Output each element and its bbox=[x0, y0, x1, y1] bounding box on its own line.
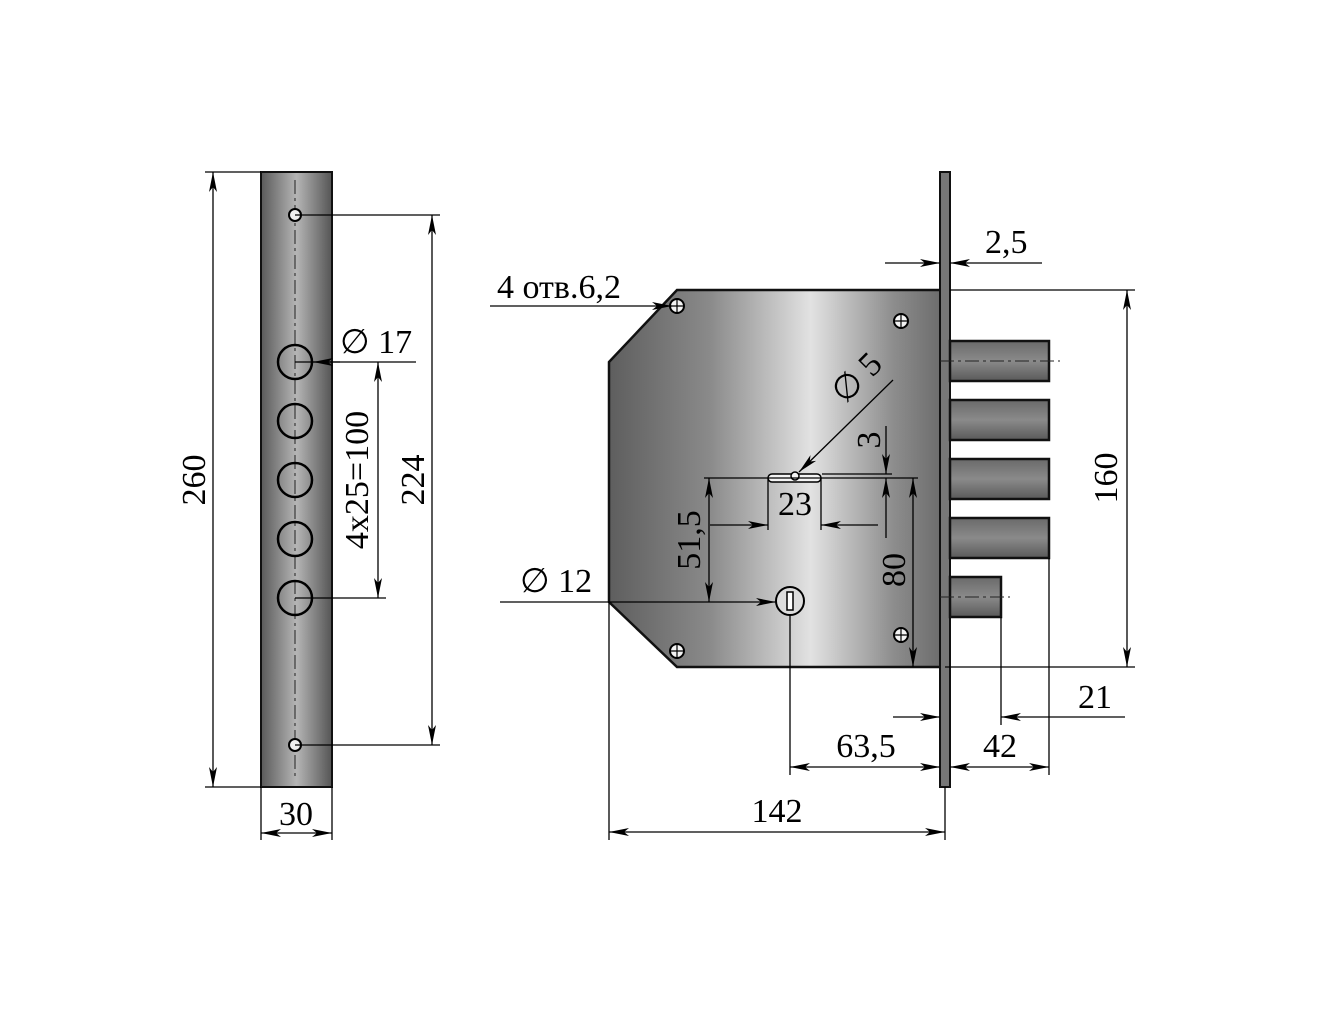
dim-mounting-holes: 4 отв.6,2 bbox=[497, 269, 621, 306]
strike-plate bbox=[260, 171, 333, 788]
dim-224: 224 bbox=[395, 455, 432, 506]
dim-142: 142 bbox=[752, 793, 803, 830]
dim-diameter-12: ∅ 12 bbox=[520, 563, 592, 600]
dim-80: 80 bbox=[876, 553, 913, 587]
dim-23: 23 bbox=[778, 486, 812, 523]
dim-42: 42 bbox=[983, 728, 1017, 765]
strike-plate-dimensions: 260 224 4x25=100 ∅ 17 30 bbox=[176, 171, 440, 840]
dim-63-5: 63,5 bbox=[836, 728, 896, 765]
dim-260: 260 bbox=[176, 455, 213, 506]
dim-160: 160 bbox=[1088, 453, 1125, 504]
dim-51-5: 51,5 bbox=[671, 510, 708, 570]
lock-body bbox=[607, 171, 1060, 788]
keyhole bbox=[767, 471, 822, 483]
faceplate bbox=[939, 171, 951, 788]
mounting-holes bbox=[669, 298, 909, 659]
dim-bolt-pitch: 4x25=100 bbox=[339, 411, 376, 549]
cylinder-hole bbox=[775, 586, 805, 616]
bolts bbox=[948, 339, 1051, 619]
dim-diameter-17: ∅ 17 bbox=[340, 324, 412, 361]
dim-21: 21 bbox=[1078, 679, 1112, 716]
dim-30: 30 bbox=[279, 796, 313, 833]
dim-3: 3 bbox=[851, 432, 888, 449]
dim-2-5: 2,5 bbox=[985, 224, 1028, 261]
